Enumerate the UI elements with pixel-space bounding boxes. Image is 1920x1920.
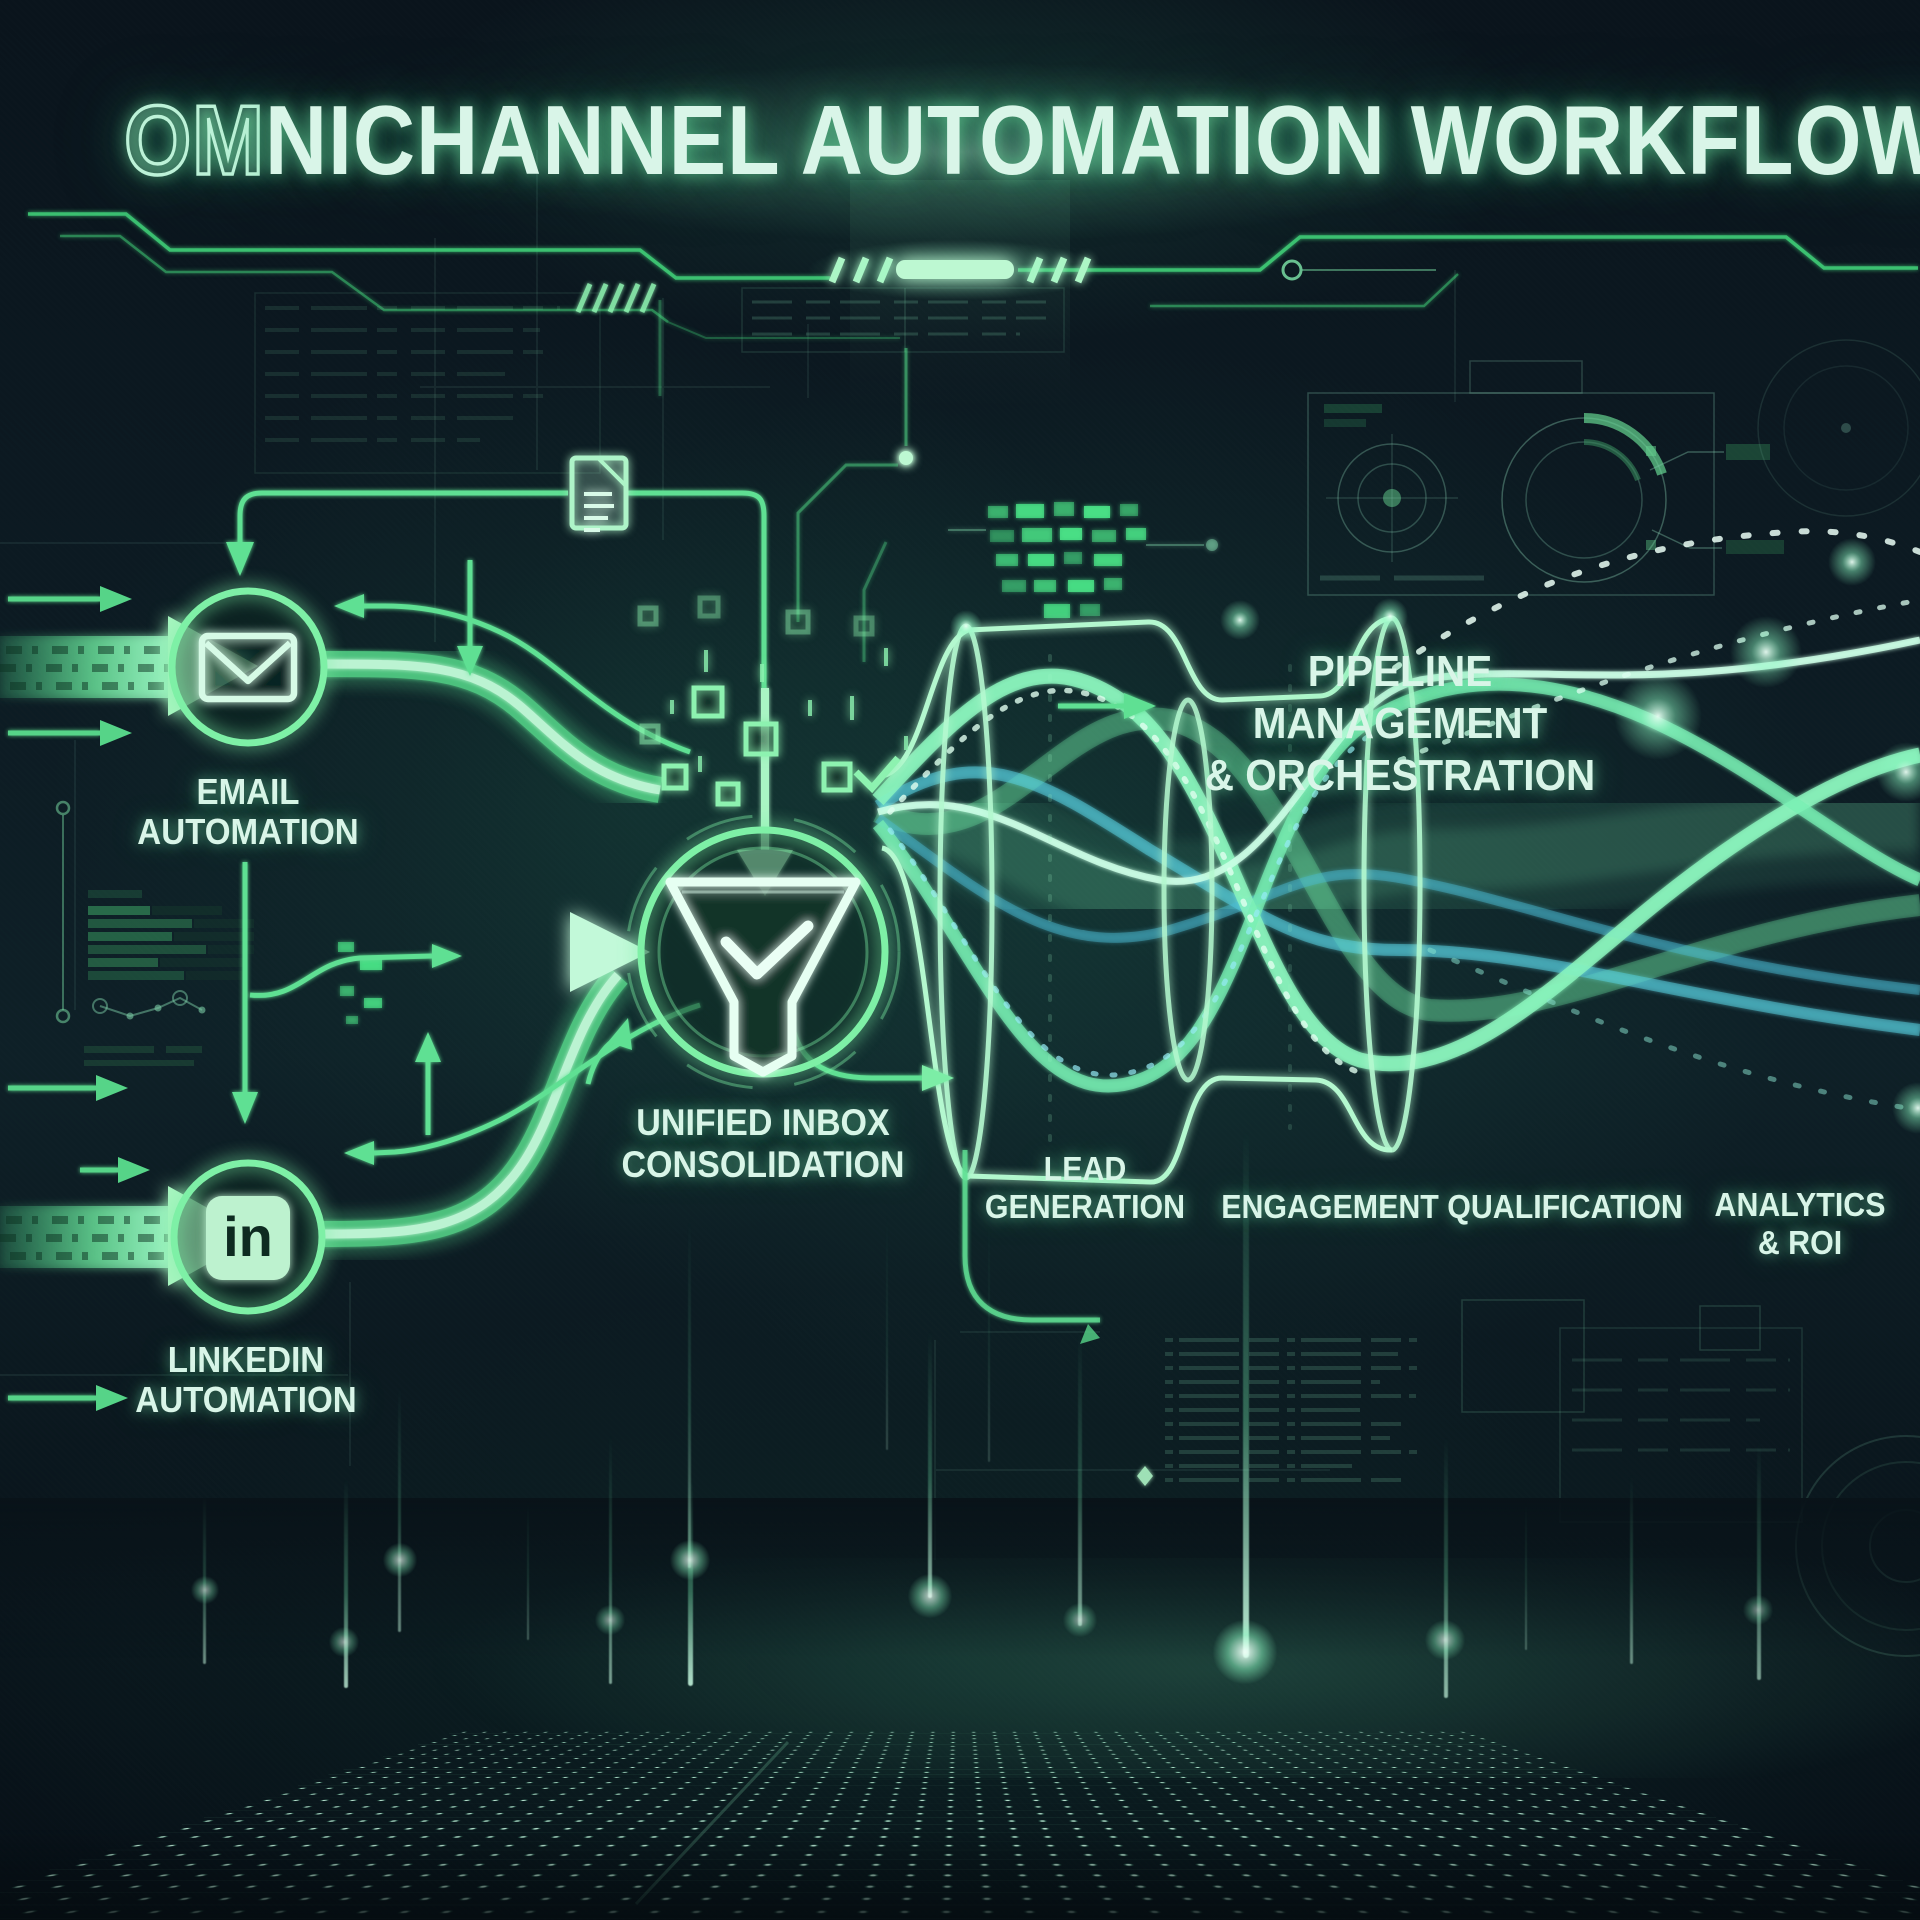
light-streak: [609, 1434, 612, 1684]
unified-inbox-funnel-node: [625, 814, 901, 1090]
light-streak: [1525, 1500, 1527, 1650]
decor-panel-top-center: [741, 287, 1065, 353]
light-streak: [527, 1500, 529, 1640]
email-automation-label: EMAIL AUTOMATION: [137, 771, 359, 852]
light-flare: [670, 1540, 710, 1580]
checkmark-icon: [720, 920, 814, 980]
stage-engagement-label: ENGAGEMENT: [1221, 1188, 1439, 1225]
light-flare: [1063, 1603, 1097, 1637]
light-streak: [344, 1478, 348, 1688]
arrow-icon: [226, 542, 254, 576]
background-hairlines: [0, 150, 1456, 1560]
decor-panel-top-left: [254, 292, 601, 474]
arrow-icon: [100, 720, 132, 746]
floor-fade: [0, 1830, 1920, 1920]
arrow-icon: [1124, 693, 1156, 719]
linkedin-glyph: in: [223, 1205, 273, 1268]
light-streak: [1078, 1330, 1082, 1626]
linkedin-icon: [206, 1196, 290, 1280]
connector-arrows: [226, 490, 1156, 1323]
stage-lead-generation-label: LEAD GENERATION: [984, 1150, 1186, 1225]
unified-inbox-label: UNIFIED INBOX CONSOLIDATION: [621, 1102, 905, 1185]
arrow-icon: [432, 944, 462, 968]
flow-band-email-to-funnel: [321, 641, 665, 813]
arrow-icon: [118, 1157, 150, 1183]
light-flare: [191, 1576, 219, 1604]
document-icon: [569, 455, 629, 532]
page-title: OMNICHANNEL AUTOMATION WORKFLOW: [0, 84, 1920, 196]
light-streak: [1630, 1474, 1633, 1664]
linkedin-automation-label: LINKEDIN AUTOMATION: [135, 1339, 357, 1420]
light-flare: [1213, 1620, 1277, 1684]
pipeline-management-label: PIPELINE MANAGEMENT & ORCHESTRATION: [1204, 647, 1596, 800]
decor-pixel-cluster: [948, 502, 1218, 618]
light-streak: [688, 1476, 693, 1686]
light-flare: [329, 1627, 359, 1657]
arrow-icon: [344, 1141, 374, 1165]
decor-glyphs-left-of-funnel: [338, 942, 382, 1024]
email-node: [168, 587, 328, 747]
arrow-icon: [922, 1065, 954, 1091]
title-text: NICHANNEL AUTOMATION WORKFLOW: [264, 85, 1920, 195]
perspective-dot-grid-floor: [0, 1498, 1920, 1920]
envelope-icon: [198, 632, 298, 703]
arrow-icon: [334, 594, 364, 618]
stage-analytics-roi-label: ANALYTICS & ROI: [1714, 1186, 1886, 1261]
checkmark-icon: [853, 755, 901, 794]
decor-bar-chart: [55, 800, 254, 1066]
circuit-lines: [658, 300, 913, 662]
light-flare: [595, 1605, 625, 1635]
light-streak: [1243, 1128, 1249, 1658]
light-flare: [1743, 1595, 1773, 1625]
big-arrow-into-funnel-icon: [570, 912, 650, 992]
arrow-icon: [415, 1032, 441, 1062]
arrow-icon: [100, 586, 132, 612]
light-streak: [886, 1210, 888, 1450]
stage-qualification-label: QUALIFICATION: [1447, 1188, 1683, 1225]
arrow-icon: [608, 1018, 632, 1050]
funnel-check-icon: [665, 877, 861, 1077]
pipeline-tube: [838, 528, 1920, 1185]
falling-data-squares: [637, 595, 908, 807]
linkedin-node: [170, 1159, 326, 1315]
light-streak: [928, 1330, 932, 1598]
light-streak: [688, 1216, 691, 1568]
flow-band-linkedin-to-funnel: [321, 912, 650, 1257]
light-streak: [1444, 1436, 1448, 1698]
arrow-icon: [96, 1385, 128, 1411]
light-flare: [1425, 1620, 1465, 1660]
arrow-icon: [457, 646, 483, 676]
arrow-icon: [96, 1075, 128, 1101]
decor-hud-top-right: [1307, 339, 1920, 596]
light-flare: [908, 1574, 952, 1618]
light-streak: [398, 1386, 401, 1632]
light-streak: [988, 1212, 990, 1462]
header-divider: [28, 62, 1918, 410]
entry-arrows-email: [0, 586, 258, 746]
light-streak: [1757, 1440, 1761, 1680]
light-flare: [383, 1543, 417, 1577]
title-stencil-letters: OM: [123, 84, 266, 196]
floor-fade: [0, 1498, 1920, 1658]
arrow-icon: [232, 1092, 258, 1124]
